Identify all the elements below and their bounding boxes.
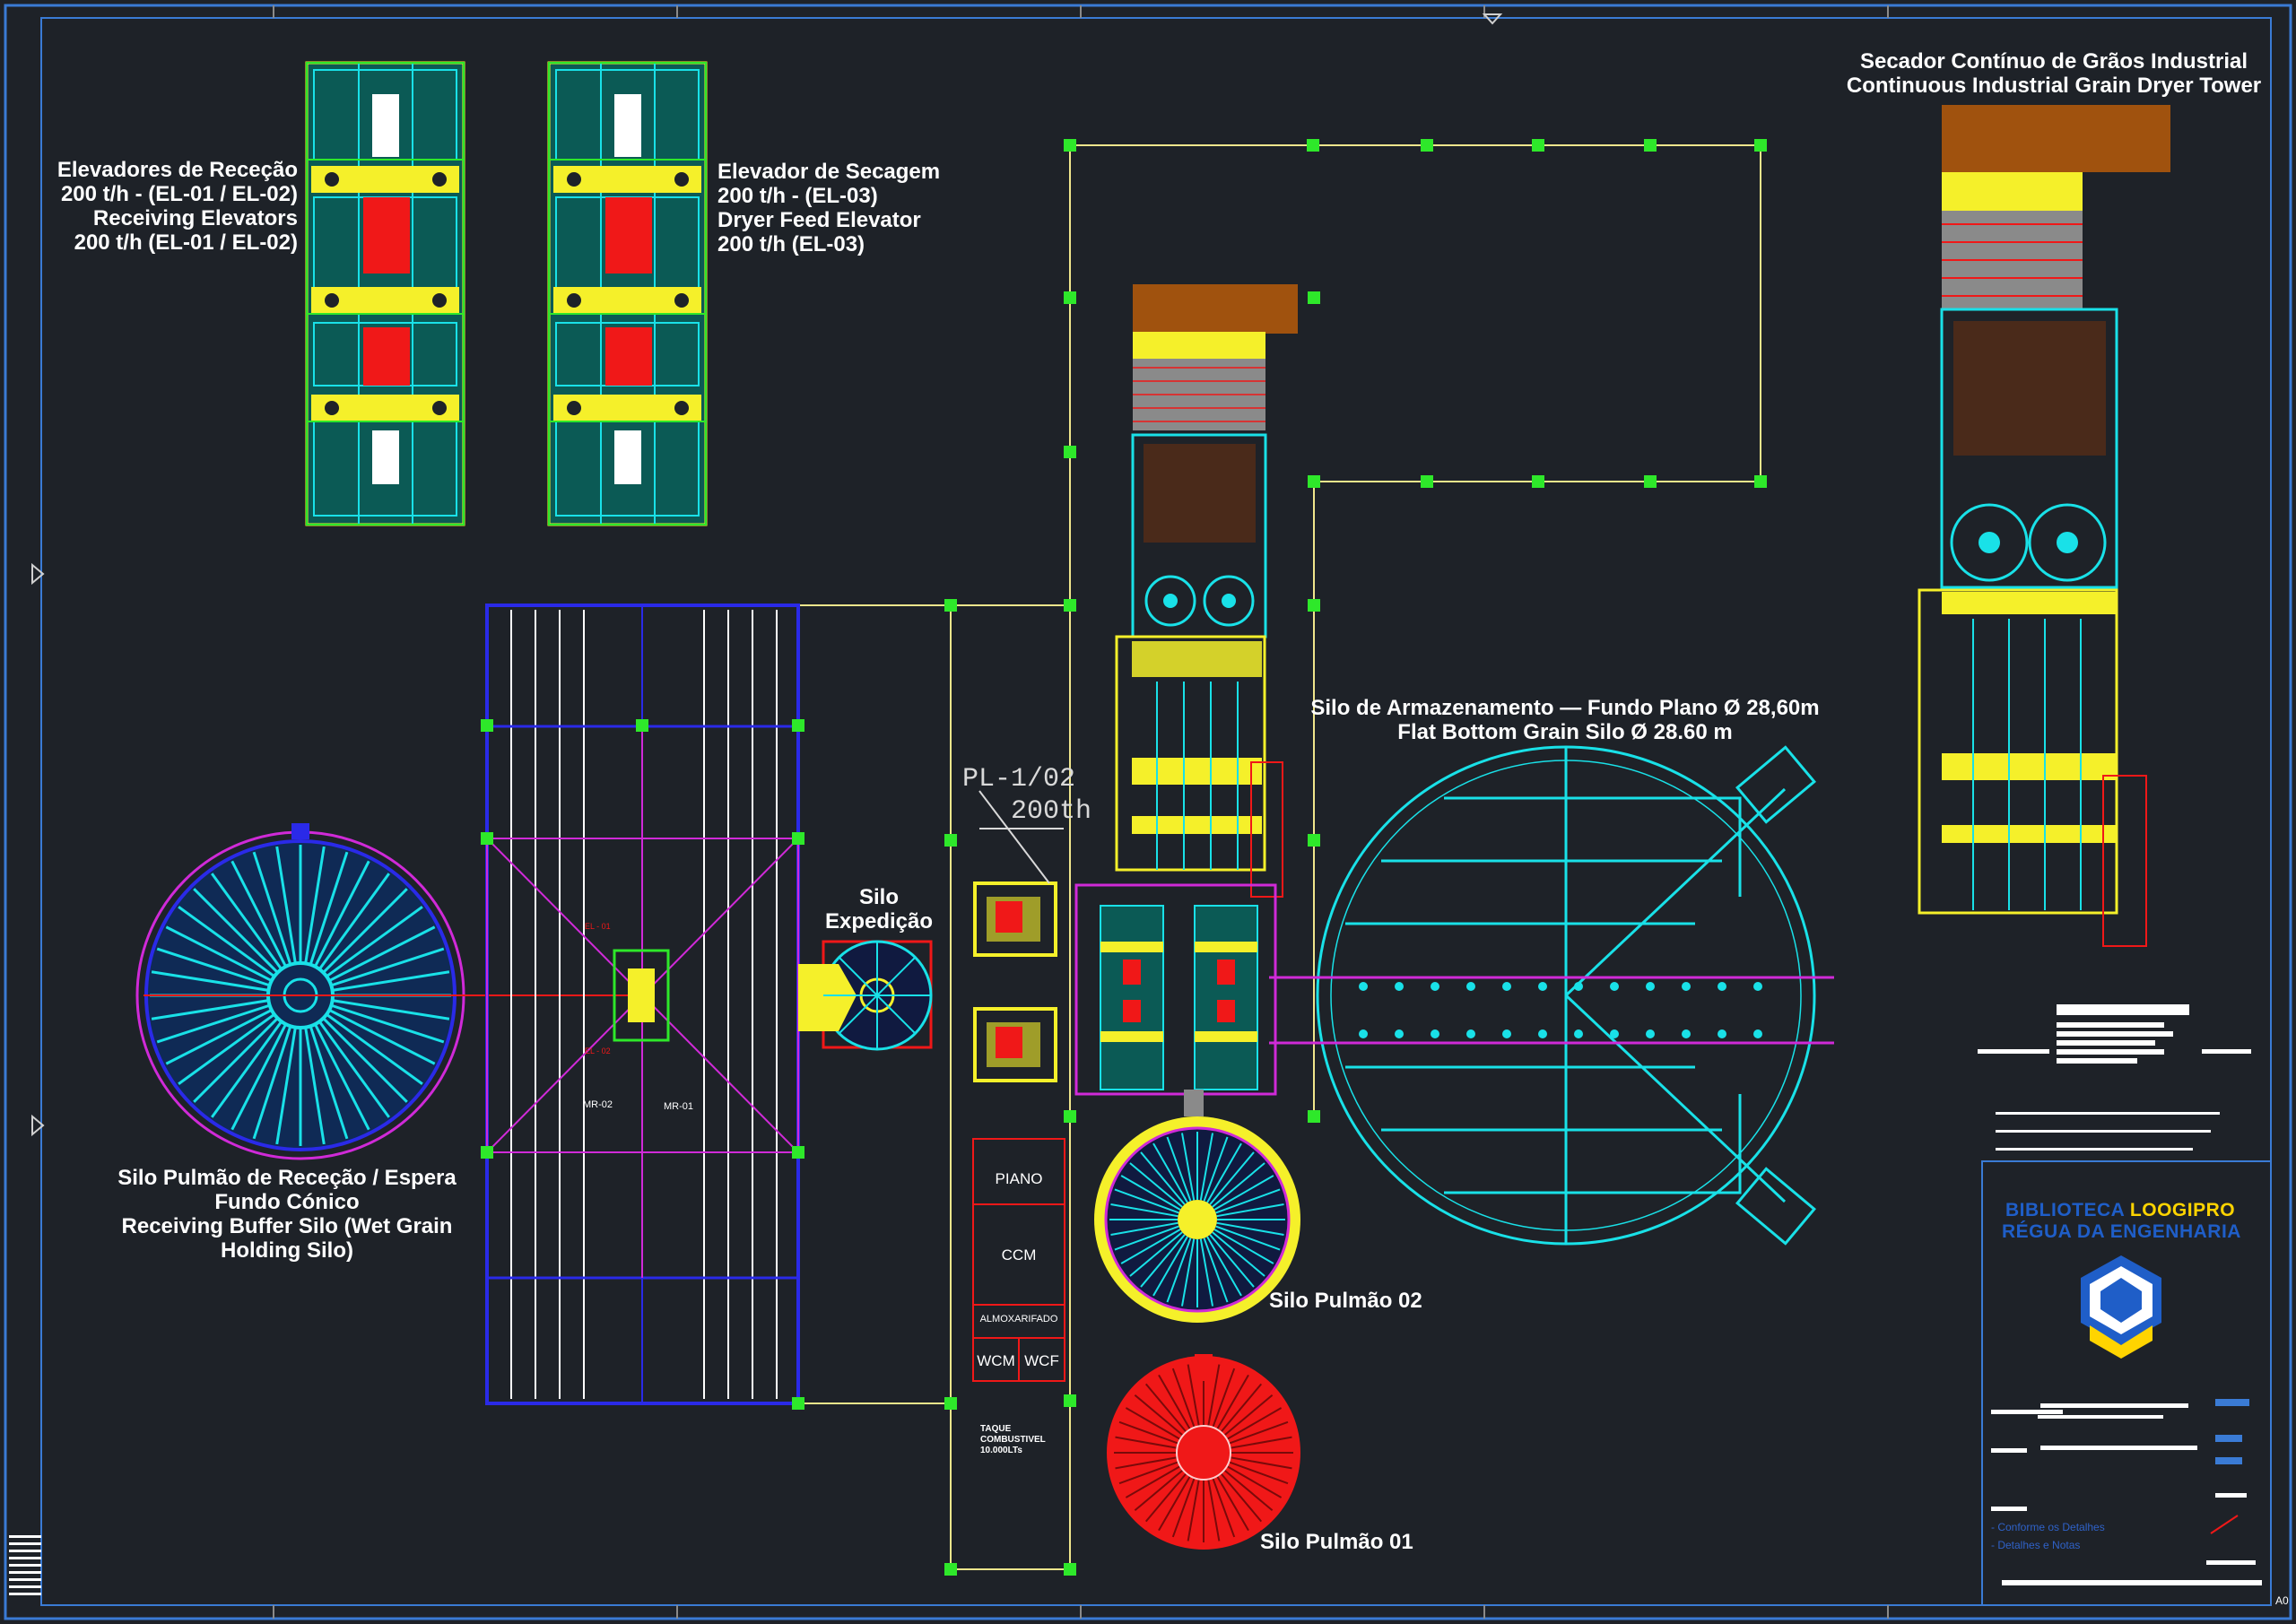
rooms-block — [972, 1138, 1065, 1382]
dryer-elevator-label: Elevador de Secagem 200 t/h - (EL-03) Dr… — [718, 160, 941, 256]
silo-expedicao — [798, 940, 933, 1051]
room-ccm: CCM — [1001, 1246, 1037, 1264]
dryer-tower-label: Secador Contínuo de Grãos Industrial Con… — [1846, 49, 2262, 98]
pl-leader-line — [978, 790, 1064, 884]
silo-expedicao-label: Silo Expedição — [824, 885, 934, 934]
sheet-frame-inner — [40, 17, 2272, 1606]
brand-line1-part2: LOOGIPRO — [2129, 1200, 2236, 1220]
receiving-elevators-block — [305, 61, 465, 526]
silo-pulmao-02-label: Silo Pulmão 02 — [1269, 1289, 1422, 1313]
central-dryer — [1115, 284, 1298, 898]
buffer-silo-label: Silo Pulmão de Receção / Espera Fundo Có… — [117, 1166, 457, 1263]
title-note-2: - Detalhes e Notas — [1991, 1539, 2081, 1551]
receiving-elevators-label: Elevadores de Receção 200 t/h - (EL-01 /… — [57, 158, 298, 255]
buffer-silo-conical — [135, 823, 628, 1160]
center-mark-left-2 — [31, 1114, 45, 1137]
brand-line1-part1: BIBLIOTECA — [2005, 1200, 2125, 1220]
mr-01-label: MR-01 — [664, 1101, 694, 1112]
room-piano: PIANO — [995, 1170, 1043, 1187]
room-wcm: WCM — [977, 1352, 1015, 1369]
center-mark-left — [31, 562, 45, 586]
pl-tag-line1: PL-1/02 — [962, 764, 1076, 795]
title-block — [1978, 1004, 2272, 1606]
brand-line1: BIBLIOTECA LOOGIPRO — [2005, 1200, 2235, 1221]
silo-pulmao-01-label: Silo Pulmão 01 — [1260, 1530, 1413, 1554]
storage-silo-label: Silo de Armazenamento — Fundo Plano Ø 28… — [1310, 696, 1820, 744]
mr-02-label: MR-02 — [583, 1099, 613, 1110]
brand-logo-icon — [2081, 1255, 2161, 1359]
el-01-tag: EL - 01 — [585, 922, 611, 931]
dryer-tower — [1918, 105, 2170, 947]
conveyor-nodes — [944, 139, 1767, 1576]
sheet-frame-outer — [4, 4, 2292, 1620]
pl-tag-line2: 200th — [1011, 796, 1092, 827]
pre-cleaners — [973, 881, 1314, 1096]
room-almoxarifado: ALMOXARIFADO — [979, 1314, 1058, 1324]
storage-silo — [1269, 745, 1834, 1246]
silo-pulmao-01 — [1107, 1354, 1300, 1550]
legend-stack-bottom-left — [9, 1535, 41, 1595]
dryer-elevator-block — [547, 61, 708, 526]
center-mark-top — [1482, 13, 1503, 25]
silo-pulmao-02 — [1094, 1090, 1300, 1323]
fuel-tank-label: TAQUE COMBUSTIVEL 10.000LTs — [980, 1424, 1046, 1455]
brand-line2: RÉGUA DA ENGENHARIA — [2002, 1221, 2241, 1242]
title-note-1: - Conforme os Detalhes — [1991, 1521, 2105, 1533]
el-02-tag: EL - 02 — [585, 1046, 611, 1055]
room-wcf: WCF — [1024, 1352, 1059, 1369]
sheet-size-mark: A0 — [2275, 1594, 2289, 1607]
